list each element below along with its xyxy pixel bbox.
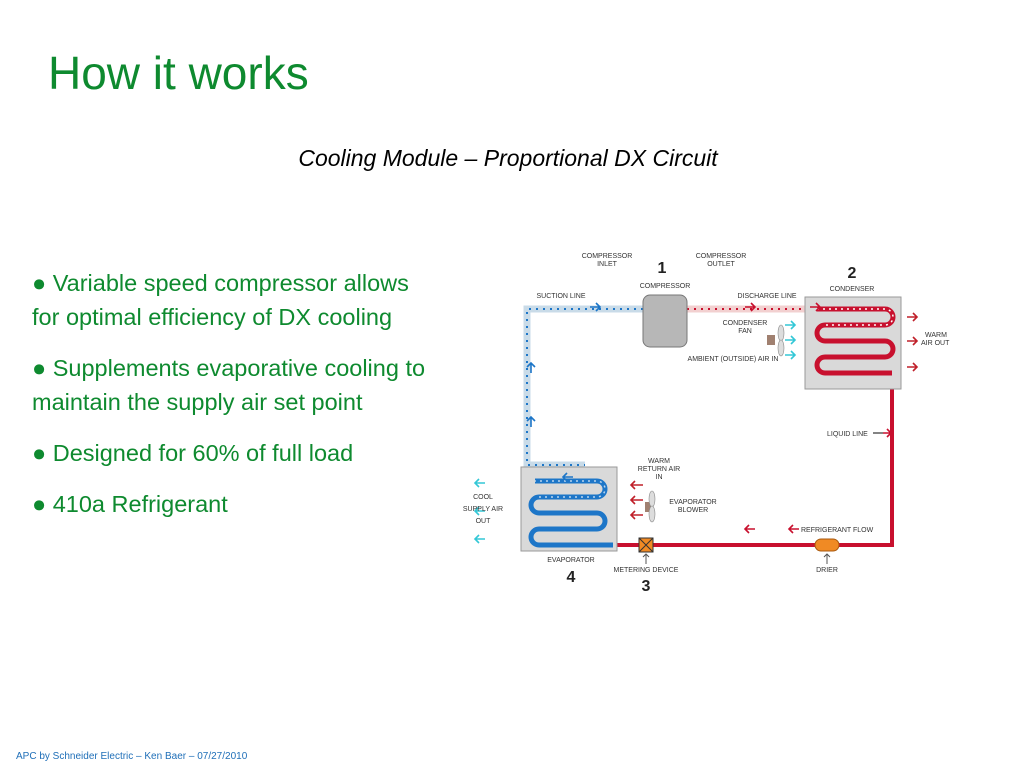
label-evaporator-blower: BLOWER (678, 507, 708, 514)
label-evaporator-blower: EVAPORATOR (669, 499, 716, 506)
label-cool-supply-air: OUT (476, 518, 492, 525)
condenser-air-out-arrows (907, 312, 919, 372)
refrigerant-flow-arrow (787, 524, 799, 534)
evaporator-blower-blade (648, 505, 656, 523)
discharge-flow-arrows (743, 302, 893, 534)
number-condenser: 2 (848, 265, 857, 282)
label-warm-return-air: WARM (648, 458, 670, 465)
number-metering-device: 3 (642, 578, 651, 595)
label-condenser-fan: CONDENSER (723, 320, 768, 327)
compressor-unit (642, 294, 688, 348)
slide-subtitle: Cooling Module – Proportional DX Circuit (298, 145, 718, 171)
evaporator-return-air-arrows (629, 480, 643, 520)
label-compressor-inlet: INLET (597, 261, 618, 268)
label-drier: DRIER (816, 567, 838, 574)
bullet-item: ● Variable speed compressor allows for o… (32, 270, 409, 330)
condenser-fan-motor (767, 335, 775, 345)
label-discharge-line: DISCHARGE LINE (737, 293, 796, 300)
label-suction-line: SUCTION LINE (536, 293, 585, 300)
evaporator-coil (528, 478, 613, 548)
label-cool-supply-air: COOL (473, 494, 493, 501)
bullet-item: ● Supplements evaporative cooling to mai… (32, 355, 426, 415)
slide-title: How it works (48, 47, 309, 99)
bullet-item: ● Designed for 60% of full load (32, 440, 354, 466)
drier (814, 538, 840, 552)
number-compressor: 1 (658, 260, 667, 277)
evaporator-supply-air-arrows (473, 478, 485, 544)
label-liquid-line: LIQUID LINE (827, 431, 868, 438)
suction-line-pipe (523, 305, 643, 469)
condenser-coil-dots (817, 308, 894, 326)
label-warm-air-out: AIR OUT (921, 340, 950, 347)
label-warm-return-air: IN (656, 474, 663, 481)
pointer-arrows (642, 553, 831, 564)
evaporator-blower-motor (645, 502, 653, 512)
evaporator-blower-blade (648, 490, 656, 508)
label-ambient-air: AMBIENT (OUTSIDE) AIR IN (688, 356, 779, 363)
dx-circuit-diagram: COMPRESSOR INLET COMPRESSOR OUTLET 1 COM… (463, 253, 950, 595)
label-compressor: COMPRESSOR (640, 283, 691, 290)
label-cool-supply-air: SUPPLY AIR (463, 506, 503, 513)
label-warm-air-out: WARM (925, 332, 947, 339)
footer-credit: APC by Schneider Electric – Ken Baer – 0… (16, 751, 248, 762)
suction-line-dots (526, 308, 643, 466)
label-refrigerant-flow: REFRIGERANT FLOW (801, 527, 874, 534)
label-compressor-outlet: OUTLET (707, 261, 735, 268)
bullet-list: ● Variable speed compressor allows for o… (32, 266, 432, 538)
condenser-fan-blade (777, 324, 785, 342)
label-compressor-inlet: COMPRESSOR (582, 253, 633, 260)
condenser-air-in-arrows (785, 320, 797, 360)
bullet-item: ● 410a Refrigerant (32, 491, 228, 517)
number-evaporator: 4 (567, 569, 576, 586)
suction-flow-arrows (526, 302, 602, 482)
label-condenser: CONDENSER (830, 286, 875, 293)
metering-device-cross (638, 537, 654, 553)
condenser-fan-blade (777, 339, 785, 357)
label-compressor-outlet: COMPRESSOR (696, 253, 747, 260)
label-metering-device: METERING DEVICE (614, 567, 679, 574)
label-warm-return-air: RETURN AIR (638, 466, 680, 473)
label-evaporator: EVAPORATOR (547, 557, 594, 564)
label-condenser-fan: FAN (738, 328, 752, 335)
